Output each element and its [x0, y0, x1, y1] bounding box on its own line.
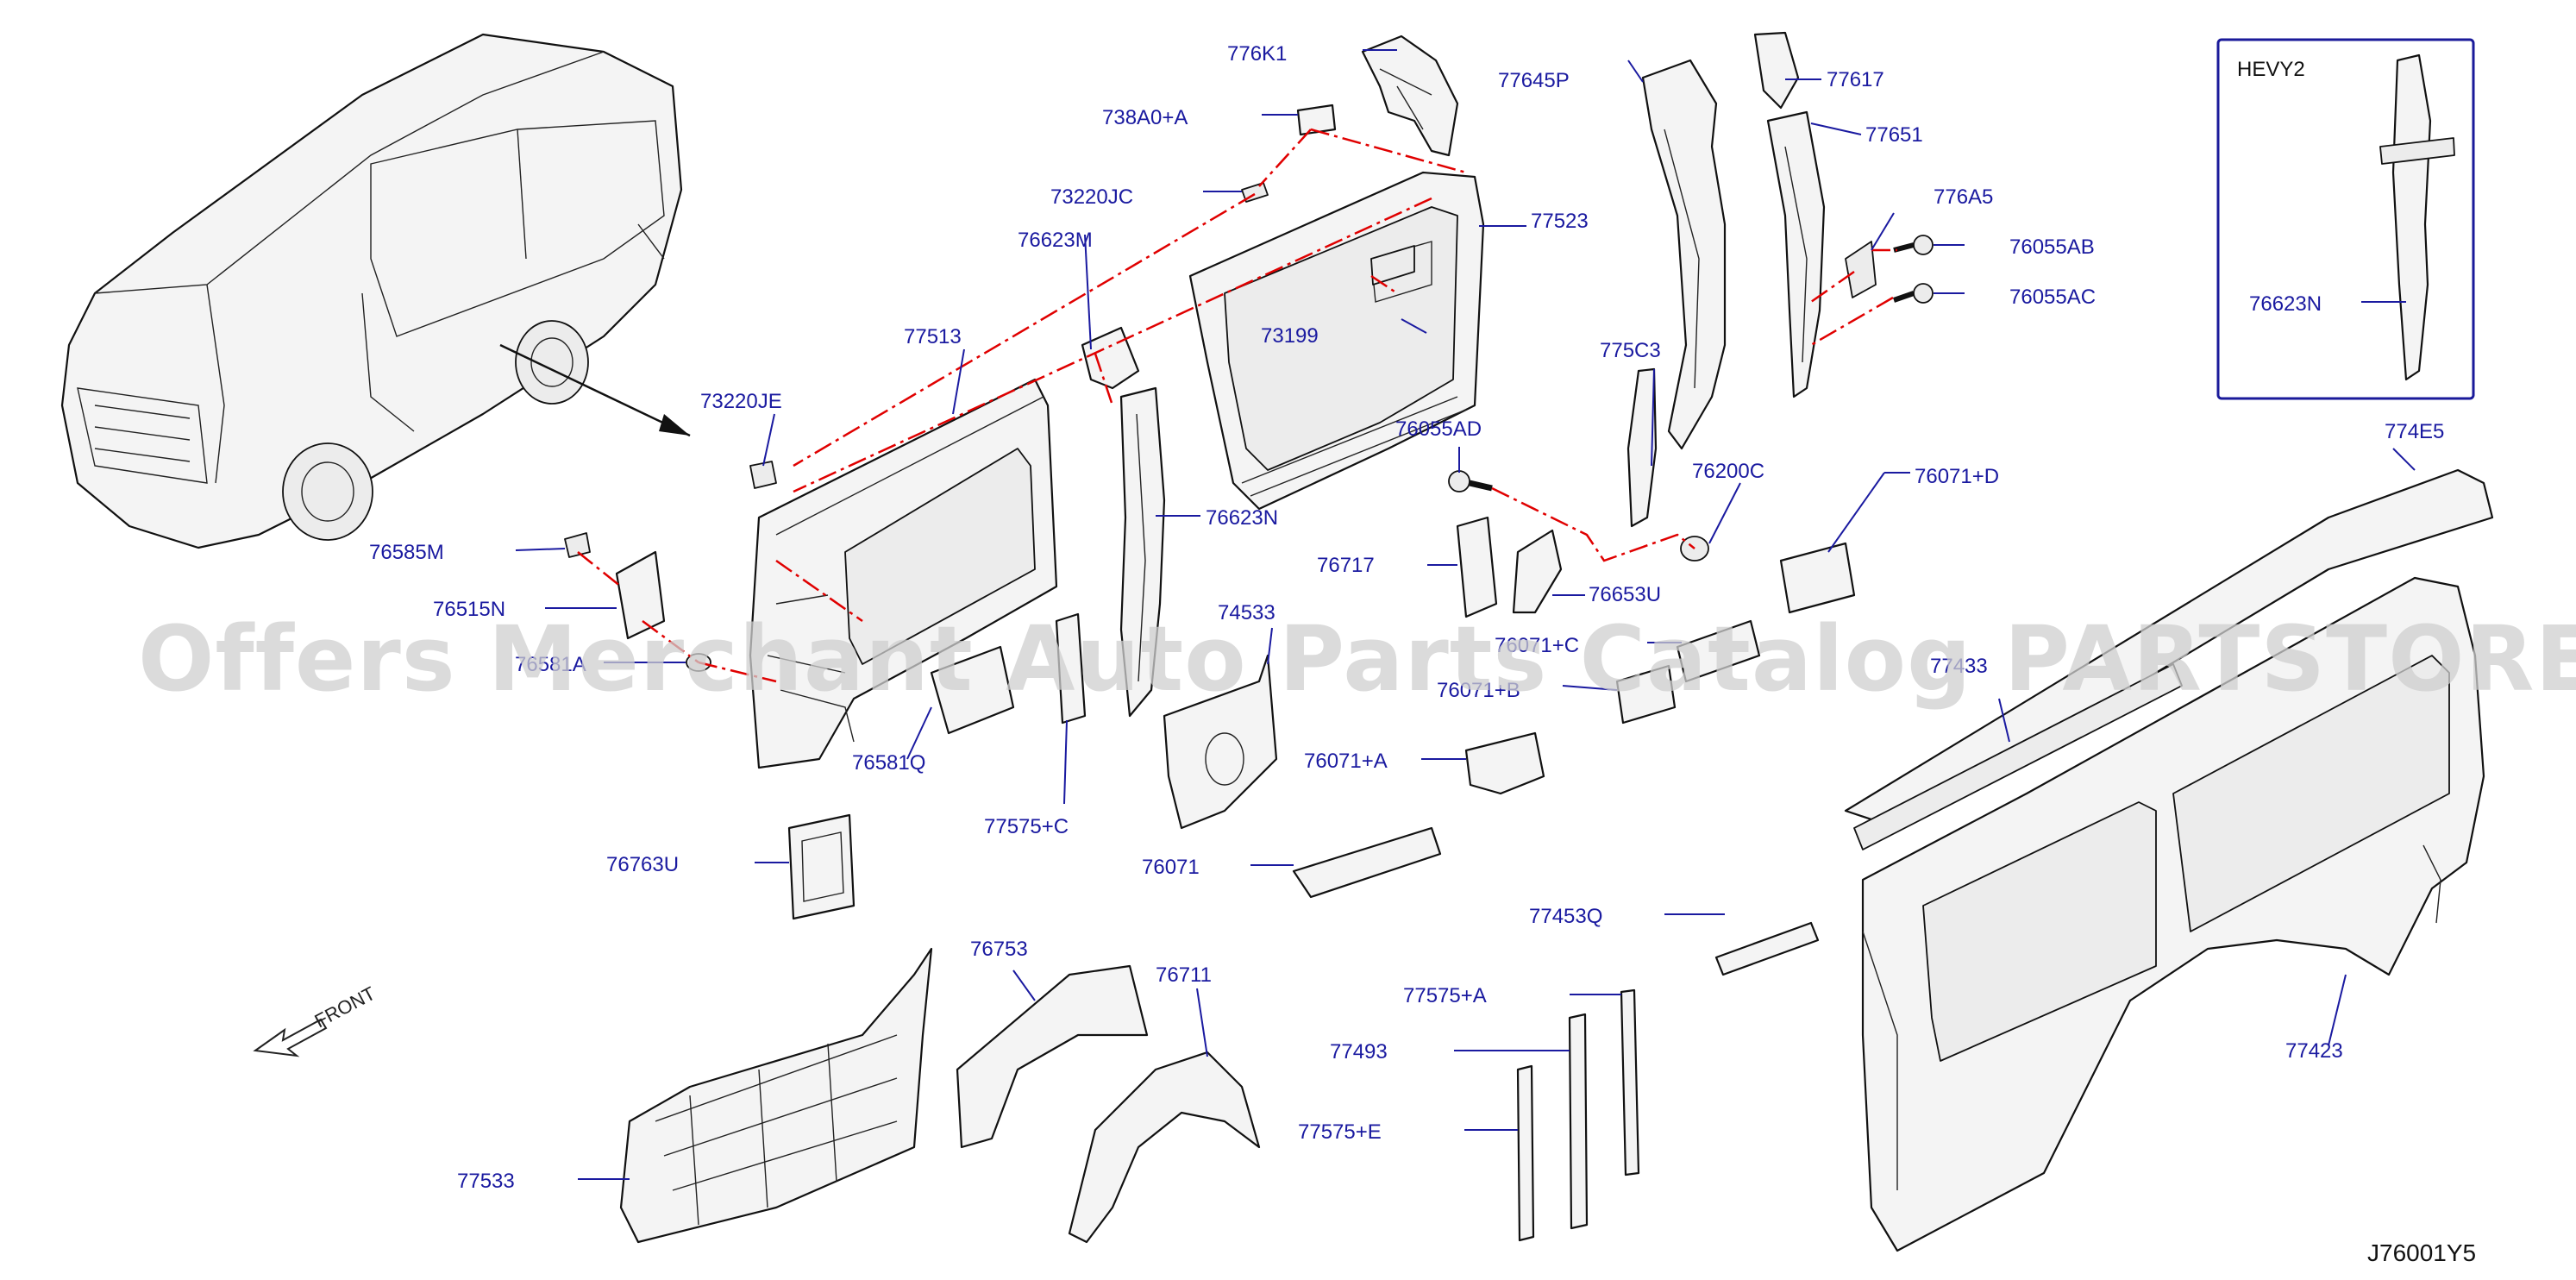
label-77575-C[interactable]: 77575+C: [984, 815, 1069, 838]
part-77493: [1568, 1013, 1589, 1230]
bolt-76055AC: [1893, 283, 1934, 304]
part-77575-C: [1055, 612, 1087, 725]
label-77575-A[interactable]: 77575+A: [1403, 984, 1487, 1007]
part-77433-rail: [1853, 663, 2183, 850]
label-73220JE[interactable]: 73220JE: [700, 390, 782, 413]
part-76071-A: [1464, 731, 1545, 795]
label-77493[interactable]: 77493: [1330, 1040, 1388, 1064]
assembly-lines: [577, 128, 1897, 683]
label-776A5[interactable]: 776A5: [1934, 185, 1993, 209]
label-77513[interactable]: 77513: [904, 325, 962, 348]
label-76055AB[interactable]: 76055AB: [2009, 235, 2095, 259]
label-76585M[interactable]: 76585M: [369, 541, 444, 564]
part-77533: [619, 947, 933, 1244]
part-77423-body-side: [1861, 576, 2485, 1252]
label-76055AD[interactable]: 76055AD: [1395, 417, 1482, 441]
part-77575-A: [1620, 988, 1640, 1176]
label-76071[interactable]: 76071: [1142, 856, 1200, 879]
part-labels: 77617 776K1 77645P 738A0+A 77651 73220JC…: [369, 42, 2444, 1193]
part-76581Q: [930, 645, 1015, 735]
part-77513-side-inner: [749, 378, 1058, 769]
bolt-76055AD: [1448, 470, 1493, 493]
label-73220JC[interactable]: 73220JC: [1050, 185, 1133, 209]
part-76071-B: [1615, 664, 1677, 725]
part-77575-E: [1516, 1064, 1535, 1242]
label-76071-A[interactable]: 76071+A: [1304, 750, 1388, 773]
part-76753: [956, 964, 1149, 1149]
part-76071: [1292, 826, 1442, 899]
label-76071-D[interactable]: 76071+D: [1915, 465, 1999, 488]
label-774E5[interactable]: 774E5: [2385, 420, 2444, 443]
part-76585M: [564, 532, 591, 558]
label-77433[interactable]: 77433: [1930, 655, 1988, 678]
part-76071-C: [1676, 619, 1761, 683]
label-76581Q[interactable]: 76581Q: [852, 751, 925, 775]
label-76753[interactable]: 76753: [970, 938, 1028, 961]
label-77645P[interactable]: 77645P: [1498, 69, 1570, 92]
label-77575-E[interactable]: 77575+E: [1298, 1120, 1382, 1144]
part-738A0: [1296, 104, 1337, 136]
part-74533: [1163, 654, 1278, 830]
part-76071-D: [1779, 542, 1856, 614]
part-76653U: [1512, 529, 1563, 614]
label-76623M[interactable]: 76623M: [1018, 229, 1093, 252]
watermark: Offers Merchant Auto Parts Catalog PARTS…: [138, 606, 2576, 712]
part-76711: [1068, 1051, 1261, 1244]
part-77453Q: [1714, 921, 1820, 976]
label-76623N-inset[interactable]: 76623N: [2249, 292, 2322, 316]
part-77617: [1753, 31, 1800, 110]
label-77617[interactable]: 77617: [1827, 68, 1884, 91]
label-76515N[interactable]: 76515N: [433, 598, 505, 621]
part-76623M: [1081, 326, 1140, 390]
label-77423[interactable]: 77423: [2285, 1039, 2343, 1063]
part-76515N: [615, 550, 666, 640]
label-74533[interactable]: 74533: [1218, 601, 1275, 624]
part-77523-window-frame: [1188, 171, 1485, 511]
label-76071-B[interactable]: 76071+B: [1437, 679, 1520, 702]
label-76763U[interactable]: 76763U: [606, 853, 679, 876]
label-73199[interactable]: 73199: [1261, 324, 1319, 348]
van-overview-illustration: [60, 33, 691, 549]
inset-hevy2: [2216, 38, 2475, 400]
label-775C3[interactable]: 775C3: [1600, 339, 1661, 362]
part-77651: [1766, 110, 1826, 398]
diagram-code: J76001Y5: [2367, 1239, 2476, 1266]
label-76055AC[interactable]: 76055AC: [2009, 285, 2096, 309]
label-77533[interactable]: 77533: [457, 1170, 515, 1193]
part-76763U: [787, 813, 856, 920]
label-77651[interactable]: 77651: [1865, 123, 1923, 147]
label-76071-C[interactable]: 76071+C: [1495, 634, 1579, 657]
front-indicator: FRONT: [253, 982, 379, 1057]
label-77453Q[interactable]: 77453Q: [1529, 905, 1602, 928]
label-76717[interactable]: 76717: [1317, 554, 1375, 577]
part-77645P: [1641, 59, 1727, 450]
part-76717: [1456, 516, 1498, 618]
part-776A5: [1845, 241, 1877, 298]
bolt-76055AB: [1893, 235, 1934, 255]
label-776K1[interactable]: 776K1: [1227, 42, 1287, 66]
label-77523[interactable]: 77523: [1531, 210, 1589, 233]
label-738A0-A[interactable]: 738A0+A: [1102, 106, 1188, 129]
label-76623N[interactable]: 76623N: [1206, 506, 1278, 530]
label-76581A[interactable]: 76581A: [515, 653, 586, 676]
part-776K1: [1361, 35, 1459, 157]
leader-lines: [515, 49, 2416, 1180]
label-76200C[interactable]: 76200C: [1692, 460, 1764, 483]
part-76623N-pillar: [1119, 386, 1166, 718]
label-76711[interactable]: 76711: [1156, 963, 1212, 987]
inset-title: HEVY2: [2237, 58, 2305, 81]
label-76653U[interactable]: 76653U: [1589, 583, 1661, 606]
front-label: FRONT: [311, 982, 379, 1032]
